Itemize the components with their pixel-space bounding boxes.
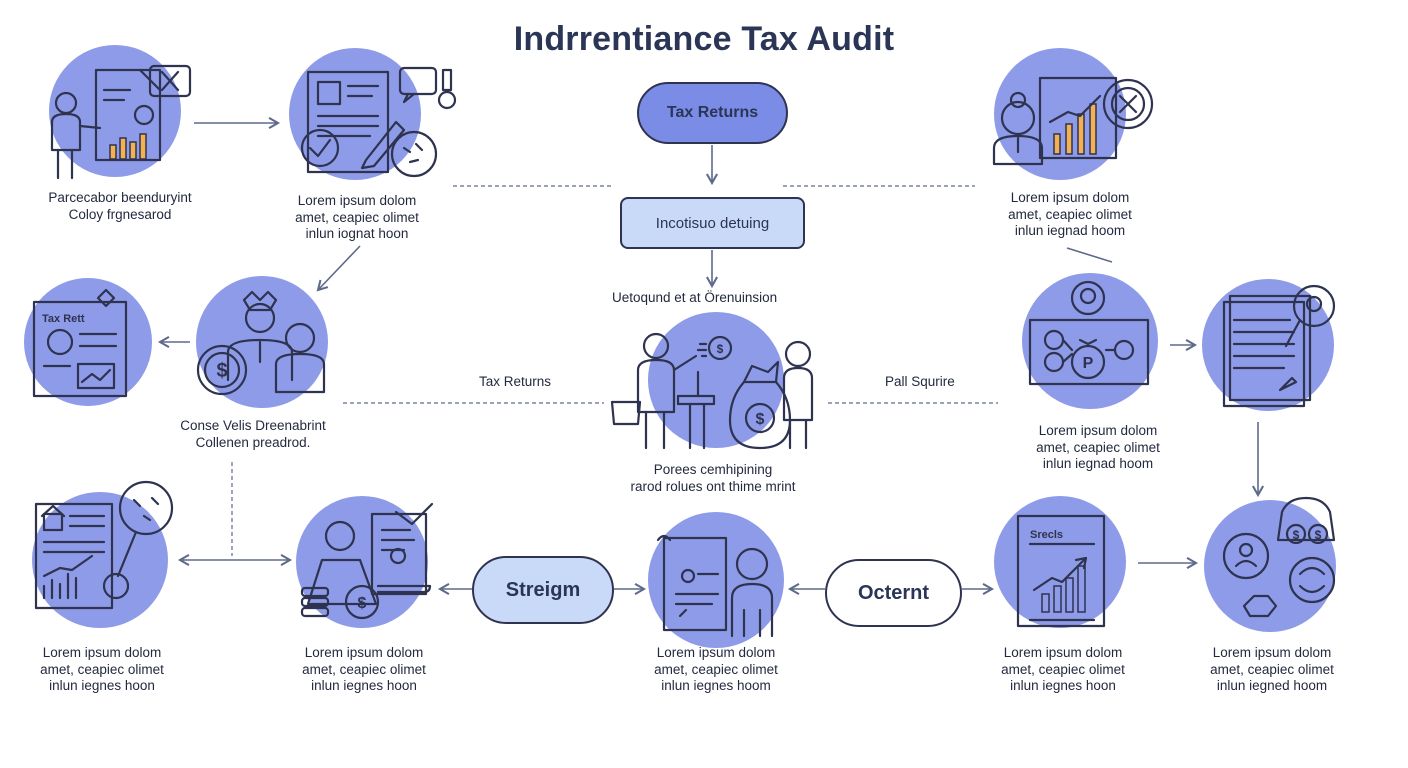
line-n5-n6 bbox=[1066, 247, 1113, 263]
caption-node-8: Lorem ipsum dolom amet, ceapiec olimet i… bbox=[40, 645, 164, 693]
pill-octernt: Octernt bbox=[825, 559, 962, 627]
svg-text:$: $ bbox=[756, 411, 765, 428]
node-7-document-search-icon bbox=[1202, 279, 1336, 411]
arrow-n2-n4 bbox=[316, 245, 361, 292]
svg-text:$: $ bbox=[1315, 528, 1322, 542]
caption-node-12: Lorem ipsum dolom amet, ceapiec olimet i… bbox=[1001, 645, 1125, 693]
tax-rett-doc-label: Tax Rett bbox=[42, 313, 85, 325]
page-title: Indrrentiance Tax Audit bbox=[513, 20, 895, 58]
node-10-person-scroll-icon bbox=[648, 512, 784, 648]
caption-center: Porees cemhipining rarod rolues ont thim… bbox=[630, 462, 796, 494]
caption-node-9: Lorem ipsum dolom amet, ceapiec olimet i… bbox=[302, 645, 426, 693]
svg-text:$: $ bbox=[358, 595, 367, 612]
pill-tax-returns: Tax Returns bbox=[637, 82, 788, 144]
caption-node-4: Conse Velis Dreenabrint Collenen preadro… bbox=[180, 418, 326, 450]
center-couple-money-bag-icon: $ $ bbox=[610, 312, 814, 450]
caption-node-6: Lorem ipsum dolom amet, ceapiec olimet i… bbox=[1036, 423, 1160, 471]
label-uetoqund: Uetoqund et at Örenuinsion bbox=[612, 290, 778, 305]
caption-node-5: Lorem ipsum dolom amet, ceapiec olimet i… bbox=[1008, 190, 1132, 238]
node-8-property-document-icon bbox=[32, 480, 174, 628]
svg-text:$: $ bbox=[1293, 528, 1300, 542]
pill-incotisuo-detuing: Incotisuo detuing bbox=[620, 197, 805, 249]
caption-node-1: Parcecabor beenduryint Coloy frgnesarod bbox=[48, 190, 192, 222]
node-11-user-money-cycle-icon: $ $ bbox=[1204, 496, 1336, 632]
pill-streigm: Streigm bbox=[472, 556, 614, 624]
node-1-person-report-icon bbox=[49, 45, 192, 180]
label-tax-returns-mid: Tax Returns bbox=[479, 374, 552, 389]
caption-node-2: Lorem ipsum dolom amet, ceapiec olimet i… bbox=[295, 193, 419, 241]
caption-node-11: Lorem ipsum dolom amet, ceapiec olimet i… bbox=[1210, 645, 1334, 693]
node-9-money-stack-icon: $ bbox=[296, 496, 434, 628]
node-6-money-meeting-icon: P bbox=[1022, 273, 1158, 409]
svg-text:$: $ bbox=[216, 360, 227, 382]
label-pall-squrire: Pall Squrire bbox=[885, 374, 955, 389]
node-2-resume-check-icon bbox=[289, 48, 457, 180]
node-4-boss-employee-coin-icon: $ bbox=[196, 276, 328, 408]
svg-text:$: $ bbox=[717, 342, 724, 356]
srecls-doc-label: Srecls bbox=[1030, 529, 1063, 541]
node-3-tax-report-icon bbox=[24, 278, 152, 406]
node-5-banker-chart-icon bbox=[992, 48, 1154, 180]
caption-node-10: Lorem ipsum dolom amet, ceapiec olimet i… bbox=[654, 645, 778, 693]
node-12-statistics-document-icon bbox=[994, 496, 1126, 628]
svg-text:P: P bbox=[1083, 355, 1094, 372]
